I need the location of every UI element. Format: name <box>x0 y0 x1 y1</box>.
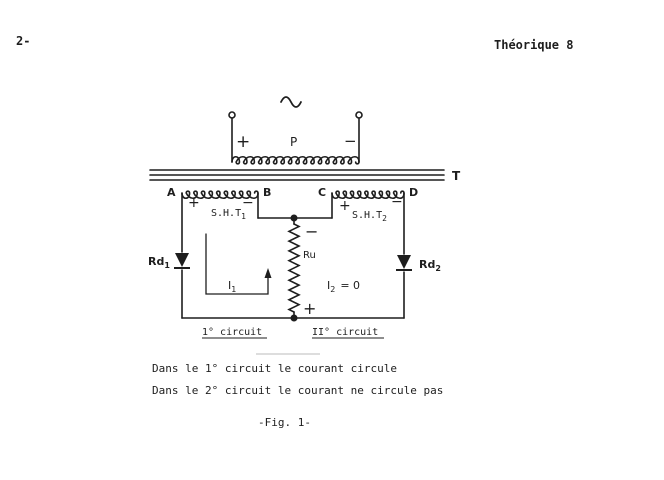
transformer-label: T <box>452 169 461 183</box>
terminal-c: C <box>318 186 326 199</box>
page-header: Théorique 8 <box>494 38 574 52</box>
caption-line-2: Dans le 2° circuit le courant ne circule… <box>152 384 444 397</box>
diode-2-label: Rd2 <box>419 258 441 273</box>
ac-source-icon <box>280 96 302 108</box>
primary-coil-icon <box>231 155 360 165</box>
secondary-2-coil-icon <box>331 190 405 200</box>
page-number: 2- <box>16 34 31 48</box>
current-2-label: I2= 0 <box>327 279 360 294</box>
secondary-2-plus: + <box>339 198 351 214</box>
primary-label: P <box>290 135 297 149</box>
current-1-arrow-icon <box>264 268 272 278</box>
secondary-1-label: S.H.T1 <box>211 208 246 221</box>
secondary-2-label: S.H.T2 <box>352 210 387 223</box>
diode-2-icon <box>396 255 412 271</box>
load-plus: + <box>303 299 316 318</box>
terminal-b: B <box>263 186 271 199</box>
secondary-1-coil-icon <box>181 190 259 200</box>
primary-terminal-left-icon <box>228 111 236 119</box>
current-1-label: I1 <box>228 279 236 294</box>
load-minus: − <box>305 222 318 241</box>
terminal-d: D <box>409 186 418 199</box>
circuit-1-label: 1° circuit <box>202 327 262 338</box>
primary-minus: − <box>344 132 357 150</box>
secondary-2-minus: − <box>391 194 403 210</box>
diode-1-label: Rd1 <box>148 255 170 270</box>
transformer-core-icon <box>149 169 445 181</box>
circuit-2-label: II° circuit <box>312 327 378 338</box>
figure-label: -Fig. 1- <box>258 416 311 429</box>
junction-bottom-icon <box>290 314 298 322</box>
primary-terminal-right-icon <box>355 111 363 119</box>
load-resistor-icon <box>287 223 301 313</box>
junction-top-icon <box>290 214 298 222</box>
load-label: Ru <box>303 250 316 261</box>
terminal-a: A <box>167 186 176 199</box>
primary-plus: + <box>236 132 250 152</box>
secondary-1-plus: + <box>188 195 200 211</box>
diode-1-icon <box>174 253 190 269</box>
secondary-1-minus: − <box>242 195 254 211</box>
caption-line-1: Dans le 1° circuit le courant circule <box>152 362 398 375</box>
current-1-path <box>205 233 269 295</box>
